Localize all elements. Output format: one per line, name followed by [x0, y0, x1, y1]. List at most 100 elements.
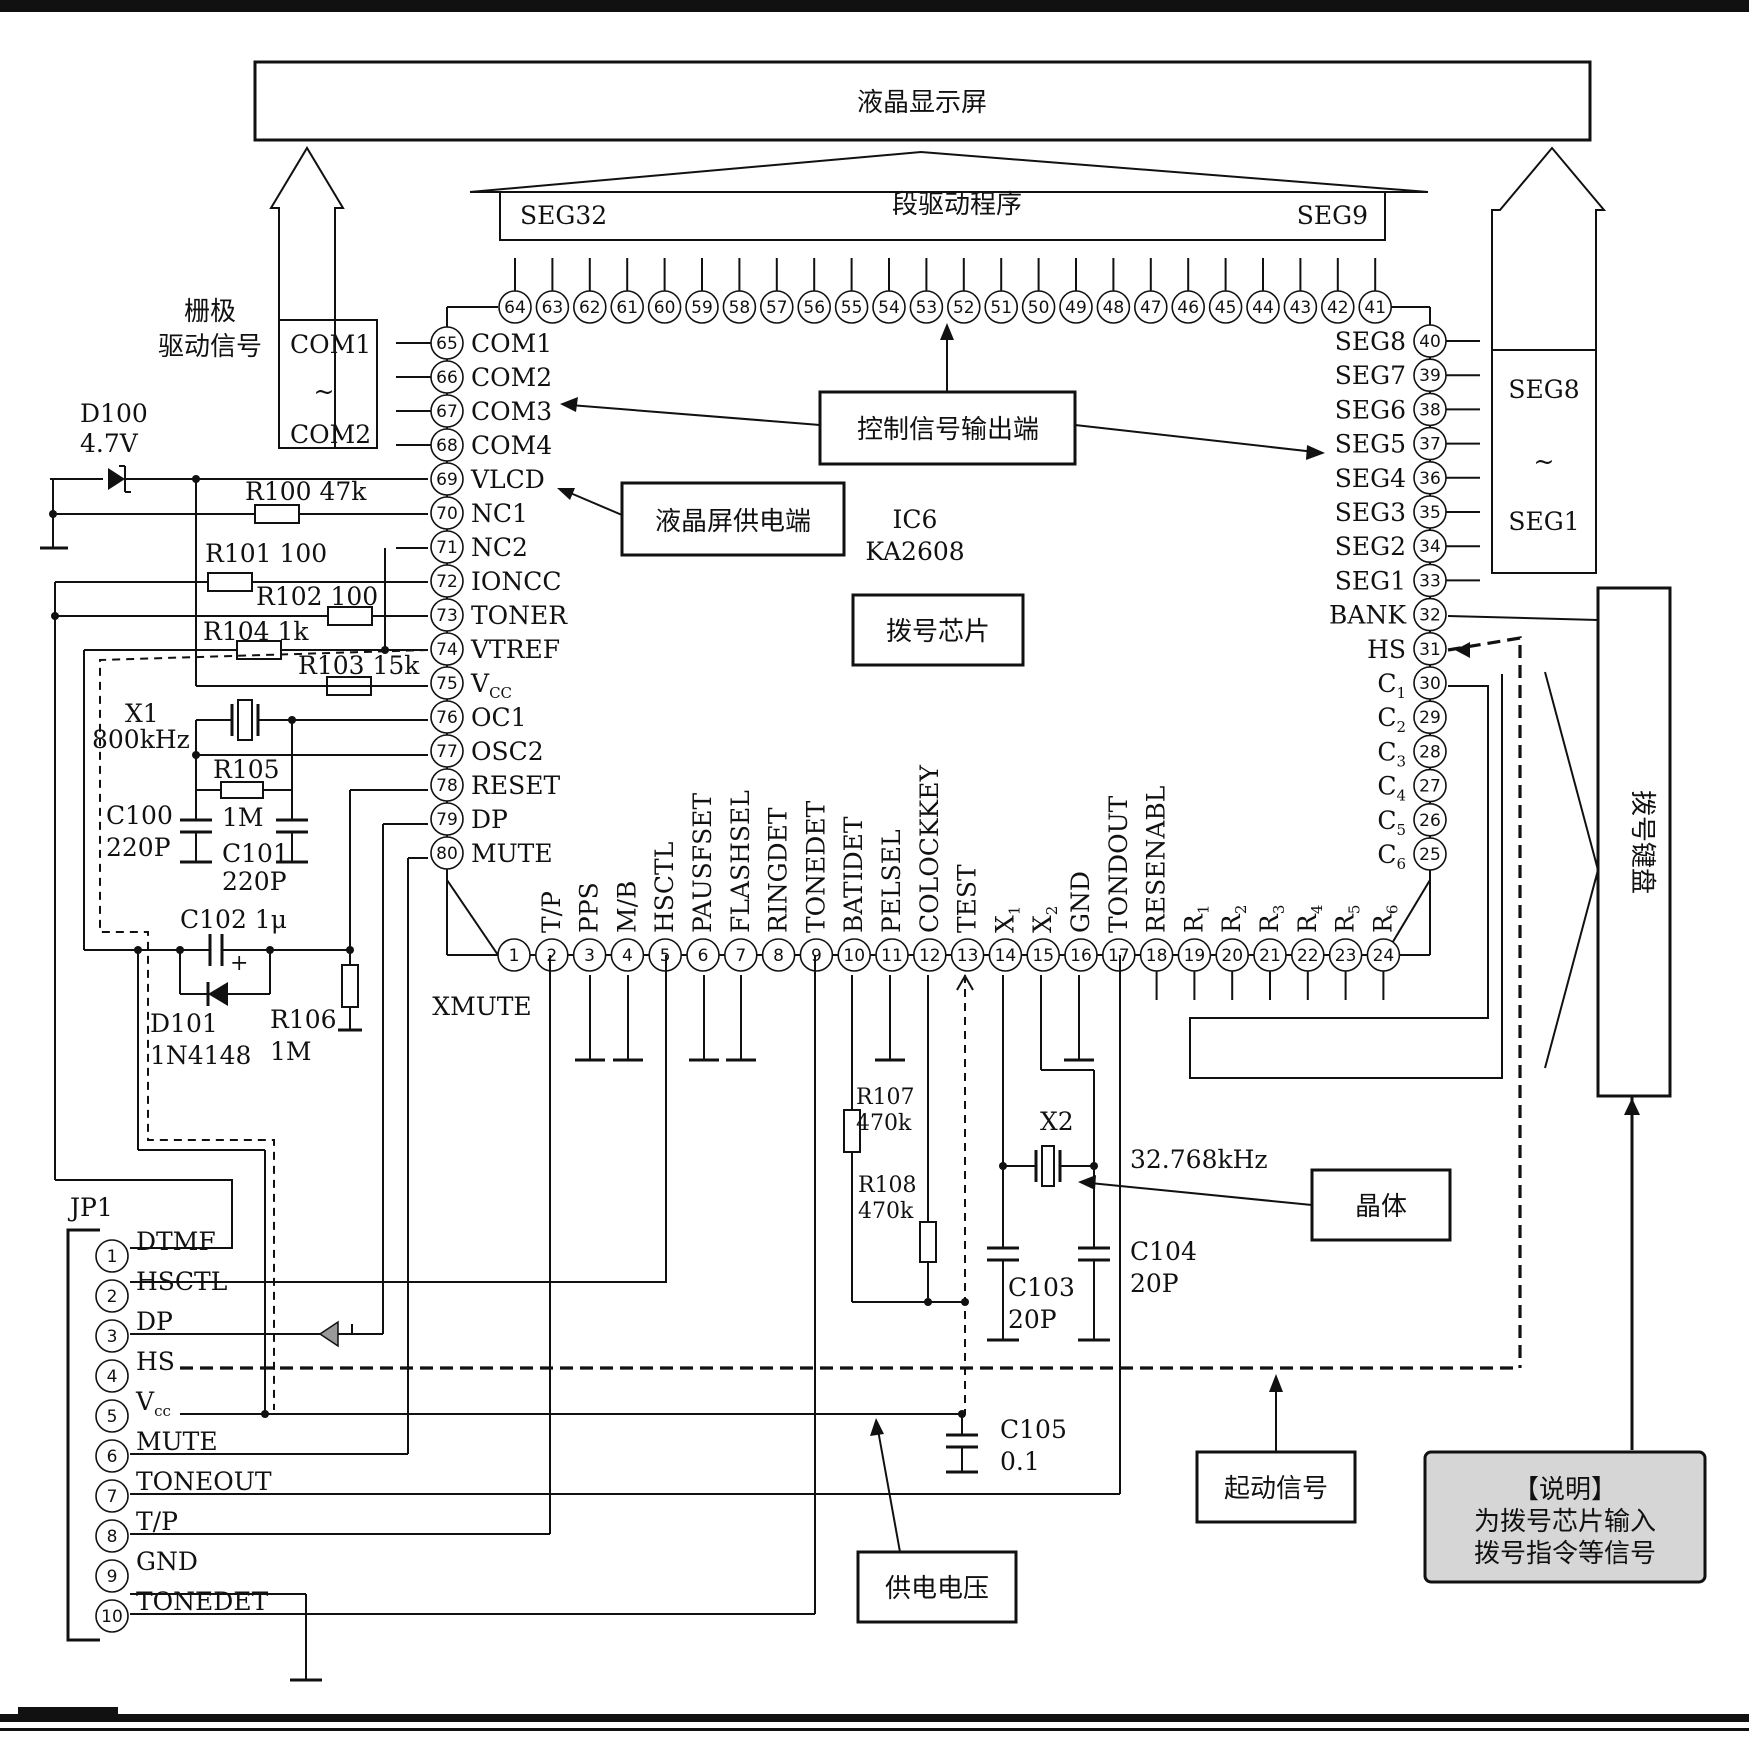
bottom-pin-12-number: 12: [919, 946, 941, 966]
jp1-pin-7-number: 7: [107, 1487, 118, 1507]
left-pin-70-number: 70: [436, 504, 458, 524]
right-pin-34-name: SEG2: [1335, 532, 1406, 561]
bottom-pin-14-name-sub: 1: [1005, 906, 1023, 916]
left-pin-76: 76: [430, 700, 464, 734]
jp1-pin-6-number: 6: [107, 1447, 118, 1467]
c103-value: 20P: [1008, 1305, 1057, 1334]
right-pin-39-name: SEG7: [1335, 361, 1406, 390]
top-pin-49-number: 49: [1065, 298, 1087, 318]
bottom-pin-19: 19: [1177, 938, 1212, 972]
left-pin-77-number: 77: [436, 742, 458, 762]
bottom-pin-13: 13: [950, 938, 985, 972]
right-pin-31-number: 31: [1419, 640, 1441, 660]
top-pin-57-number: 57: [766, 298, 788, 318]
r107-value: 470k: [856, 1111, 912, 1136]
top-pin-43: 43: [1283, 290, 1318, 324]
top-pin-52: 52: [946, 290, 981, 324]
bottom-pin-15-name-sub: 2: [1043, 906, 1061, 916]
jp1-pin-9: 9: [95, 1559, 129, 1593]
bottom-pin-19-name-sub: 1: [1194, 905, 1212, 915]
right-pin-33: 33: [1413, 563, 1447, 598]
right-pin-26-number: 26: [1419, 811, 1441, 831]
right-pin-30-number: 30: [1419, 674, 1441, 694]
bottom-pin-24-name: R6: [1368, 905, 1401, 933]
bottom-pin-19-name: R1: [1179, 905, 1212, 933]
right-pin-31-name: HS: [1367, 635, 1406, 664]
bottom-pin-23-name-sub: 5: [1346, 905, 1364, 915]
bottom-mark: [18, 1707, 118, 1716]
left-pin-70-name: NC1: [471, 499, 528, 528]
top-pin-46: 46: [1171, 290, 1205, 324]
left-pin-80-number: 80: [436, 844, 458, 864]
jp1-pin-3-number: 3: [107, 1327, 118, 1347]
grid-drive-label-2: 驱动信号: [158, 332, 262, 362]
top-pin-54: 54: [872, 290, 906, 324]
left-pin-77: 77: [430, 734, 464, 768]
bottom-pin-24: 24: [1366, 938, 1401, 972]
keypad-label: 拨号键盘: [1627, 790, 1657, 894]
bottom-pin-10-number: 10: [843, 946, 865, 966]
bottom-pin-21-name: R3: [1255, 905, 1288, 933]
left-pin-76-name: OC1: [471, 703, 527, 732]
jp1-pin-2-number: 2: [107, 1287, 118, 1307]
jp1-ref: JP1: [67, 1193, 113, 1222]
top-pin-50-number: 50: [1028, 298, 1050, 318]
ic-function-label: 拨号芯片: [886, 617, 990, 647]
jp1-pin-4: 4: [95, 1359, 129, 1393]
right-pin-37-name: SEG5: [1335, 430, 1406, 459]
bottom-pin-12-name: COLOCKKEY: [915, 765, 944, 933]
right-pin-40-name: SEG8: [1335, 327, 1406, 356]
top-pin-63-number: 63: [542, 298, 564, 318]
segment-driver-label: 段驱动程序: [892, 190, 1022, 220]
top-pin-64: 64: [498, 290, 532, 324]
right-pin-39-number: 39: [1419, 366, 1441, 386]
bottom-pin-21-number: 21: [1259, 946, 1281, 966]
bottom-pin-row: 1XMUTE2T/P3PPS4M/B5HSCTL6PAUSFSET7FLASHS…: [432, 765, 1401, 1021]
bottom-pin-3: 3: [572, 938, 607, 972]
left-pin-75: 75: [430, 666, 464, 700]
left-pin-77-name: OSC2: [471, 737, 544, 766]
top-pin-45-number: 45: [1215, 298, 1237, 318]
top-pin-49: 49: [1059, 290, 1093, 324]
left-pin-67-name: COM3: [471, 397, 552, 426]
right-pin-34: 34: [1413, 529, 1447, 564]
left-pin-74-name: VTREF: [470, 635, 560, 664]
r105-ref: R105: [213, 755, 280, 784]
bottom-pin-20: 20: [1215, 938, 1249, 972]
left-pin-66-name: COM2: [471, 363, 552, 392]
left-pin-78-name: RESET: [471, 771, 560, 800]
bottom-pin-8-name: RINGDET: [764, 807, 793, 933]
left-pin-68-name: COM4: [471, 431, 552, 460]
left-pin-74-number: 74: [436, 640, 458, 660]
left-pin-75-name-sub: CC: [489, 684, 512, 702]
lcd-display-title: 液晶显示屏: [857, 88, 987, 118]
right-pin-37: 37: [1413, 426, 1447, 461]
right-pin-37-number: 37: [1419, 435, 1441, 455]
top-pin-53-number: 53: [916, 298, 938, 318]
bottom-pin-9-number: 9: [811, 946, 822, 966]
bottom-pin-22: 22: [1291, 938, 1325, 972]
bottom-pin-22-name-sub: 4: [1308, 905, 1326, 915]
right-pin-25-number: 25: [1419, 845, 1441, 865]
com-range-box: [278, 319, 378, 449]
right-pin-30: 30: [1413, 666, 1447, 700]
bottom-pin-10-name: BATIDET: [839, 816, 868, 933]
jp1-pin-8-name: T/P: [136, 1507, 178, 1536]
left-pin-79-number: 79: [436, 810, 458, 830]
left-pin-80-name: MUTE: [471, 839, 553, 868]
right-pin-30-name-sub: 1: [1396, 684, 1406, 702]
top-pin-42-number: 42: [1327, 298, 1349, 318]
left-pin-75-number: 75: [436, 674, 458, 694]
r106-ref: R106: [270, 1005, 337, 1034]
top-pin-50: 50: [1021, 290, 1056, 324]
left-pin-68: 68: [430, 428, 464, 462]
jp1-pin-2: 2: [95, 1279, 129, 1313]
left-pin-72-name: IONCC: [471, 567, 562, 596]
c105-ref: C105: [1000, 1415, 1067, 1444]
jp1-pin-8-number: 8: [107, 1527, 118, 1547]
right-pin-26-name-sub: 5: [1396, 821, 1406, 839]
left-pin-69: 69: [430, 462, 464, 496]
